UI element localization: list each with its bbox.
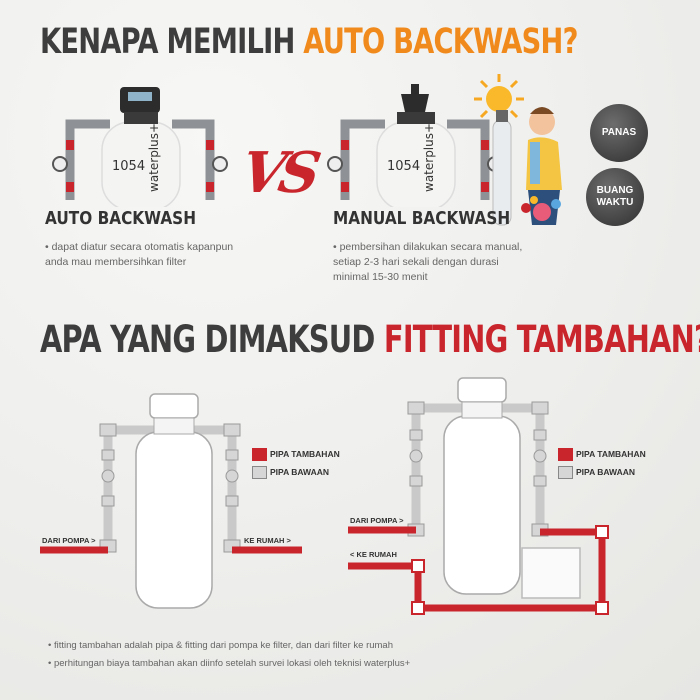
- legend-swatch-included-right: [558, 466, 573, 479]
- auto-tank-brand: waterplus+: [147, 123, 161, 192]
- right-to-house-label: < KE RUMAH: [350, 550, 397, 559]
- manual-tank-brand: waterplus+: [422, 123, 436, 192]
- auto-backwash-heading: AUTO BACKWASH: [45, 208, 197, 229]
- legend-extra-label: PIPA TAMBAHAN: [270, 449, 340, 459]
- bottom-title-accent: FITTING TAMBAHAN?: [383, 318, 700, 361]
- legend-extra-label-right: PIPA TAMBAHAN: [576, 449, 646, 459]
- top-title-accent: AUTO BACKWASH?: [303, 22, 578, 62]
- left-to-house-label: KE RUMAH >: [244, 536, 291, 545]
- note-fitting-definition: • fitting tambahan adalah pipa & fitting…: [48, 640, 393, 651]
- auto-backwash-illustration: 1054 waterplus+: [52, 87, 228, 207]
- right-from-pump-label: DARI POMPA >: [350, 516, 404, 525]
- right-fitting-diagram: [348, 377, 609, 615]
- manual-backwash-heading: MANUAL BACKWASH: [333, 208, 511, 229]
- auto-backwash-bullet: • dapat diatur secara otomatis kapanpun …: [45, 241, 234, 268]
- vs-mark: VS: [236, 140, 320, 206]
- legend-included-label-right: PIPA BAWAAN: [576, 467, 636, 477]
- note-cost-info: • perhitungan biaya tambahan akan diinfo…: [48, 658, 411, 669]
- left-fitting-diagram: [40, 393, 302, 609]
- top-title-part1: KENAPA MEMILIH: [40, 22, 304, 62]
- manual-backwash-bullet: • pembersihan dilakukan secara manual, s…: [333, 241, 523, 283]
- manual-backwash-illustration: 1054 waterplus+: [327, 84, 503, 207]
- legend-swatch-extra: [252, 448, 267, 461]
- legend-swatch-extra-right: [558, 448, 573, 461]
- top-title: KENAPA MEMILIH AUTO BACKWASH?: [40, 22, 578, 62]
- tired-person-illustration: [492, 107, 562, 226]
- auto-tank-number: 1054: [112, 159, 145, 174]
- bottom-title-part1: APA YANG DIMAKSUD: [40, 318, 384, 361]
- legend-swatch-included: [252, 466, 267, 479]
- badge-buang-waktu: BUANG WAKTU: [586, 168, 644, 226]
- bottom-title: APA YANG DIMAKSUD FITTING TAMBAHAN?: [40, 318, 700, 361]
- legend-included-label: PIPA BAWAAN: [270, 467, 330, 477]
- left-from-pump-label: DARI POMPA >: [42, 536, 96, 545]
- manual-tank-number: 1054: [387, 159, 420, 174]
- badge-panas: PANAS: [590, 104, 648, 162]
